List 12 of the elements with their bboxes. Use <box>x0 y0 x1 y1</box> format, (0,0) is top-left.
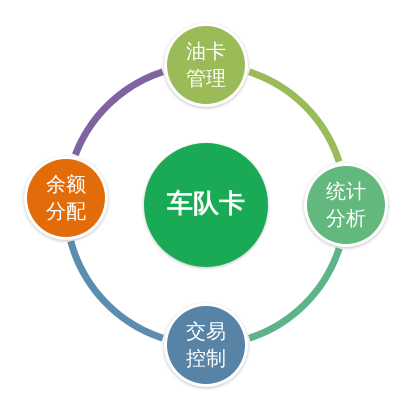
node-label: 车队卡 <box>167 188 245 222</box>
node-label: 油卡管理 <box>185 38 227 92</box>
ring-arc <box>72 68 164 156</box>
ring-arc <box>248 247 342 342</box>
node-label: 统计分析 <box>325 178 367 232</box>
ring-arc <box>248 68 342 163</box>
topic-circle <box>304 163 388 247</box>
node-label: 交易控制 <box>185 318 227 372</box>
topic-circle <box>164 23 248 107</box>
node-label: 余额分配 <box>45 170 88 225</box>
ring-arc <box>67 240 164 342</box>
topic-circle <box>164 303 248 387</box>
